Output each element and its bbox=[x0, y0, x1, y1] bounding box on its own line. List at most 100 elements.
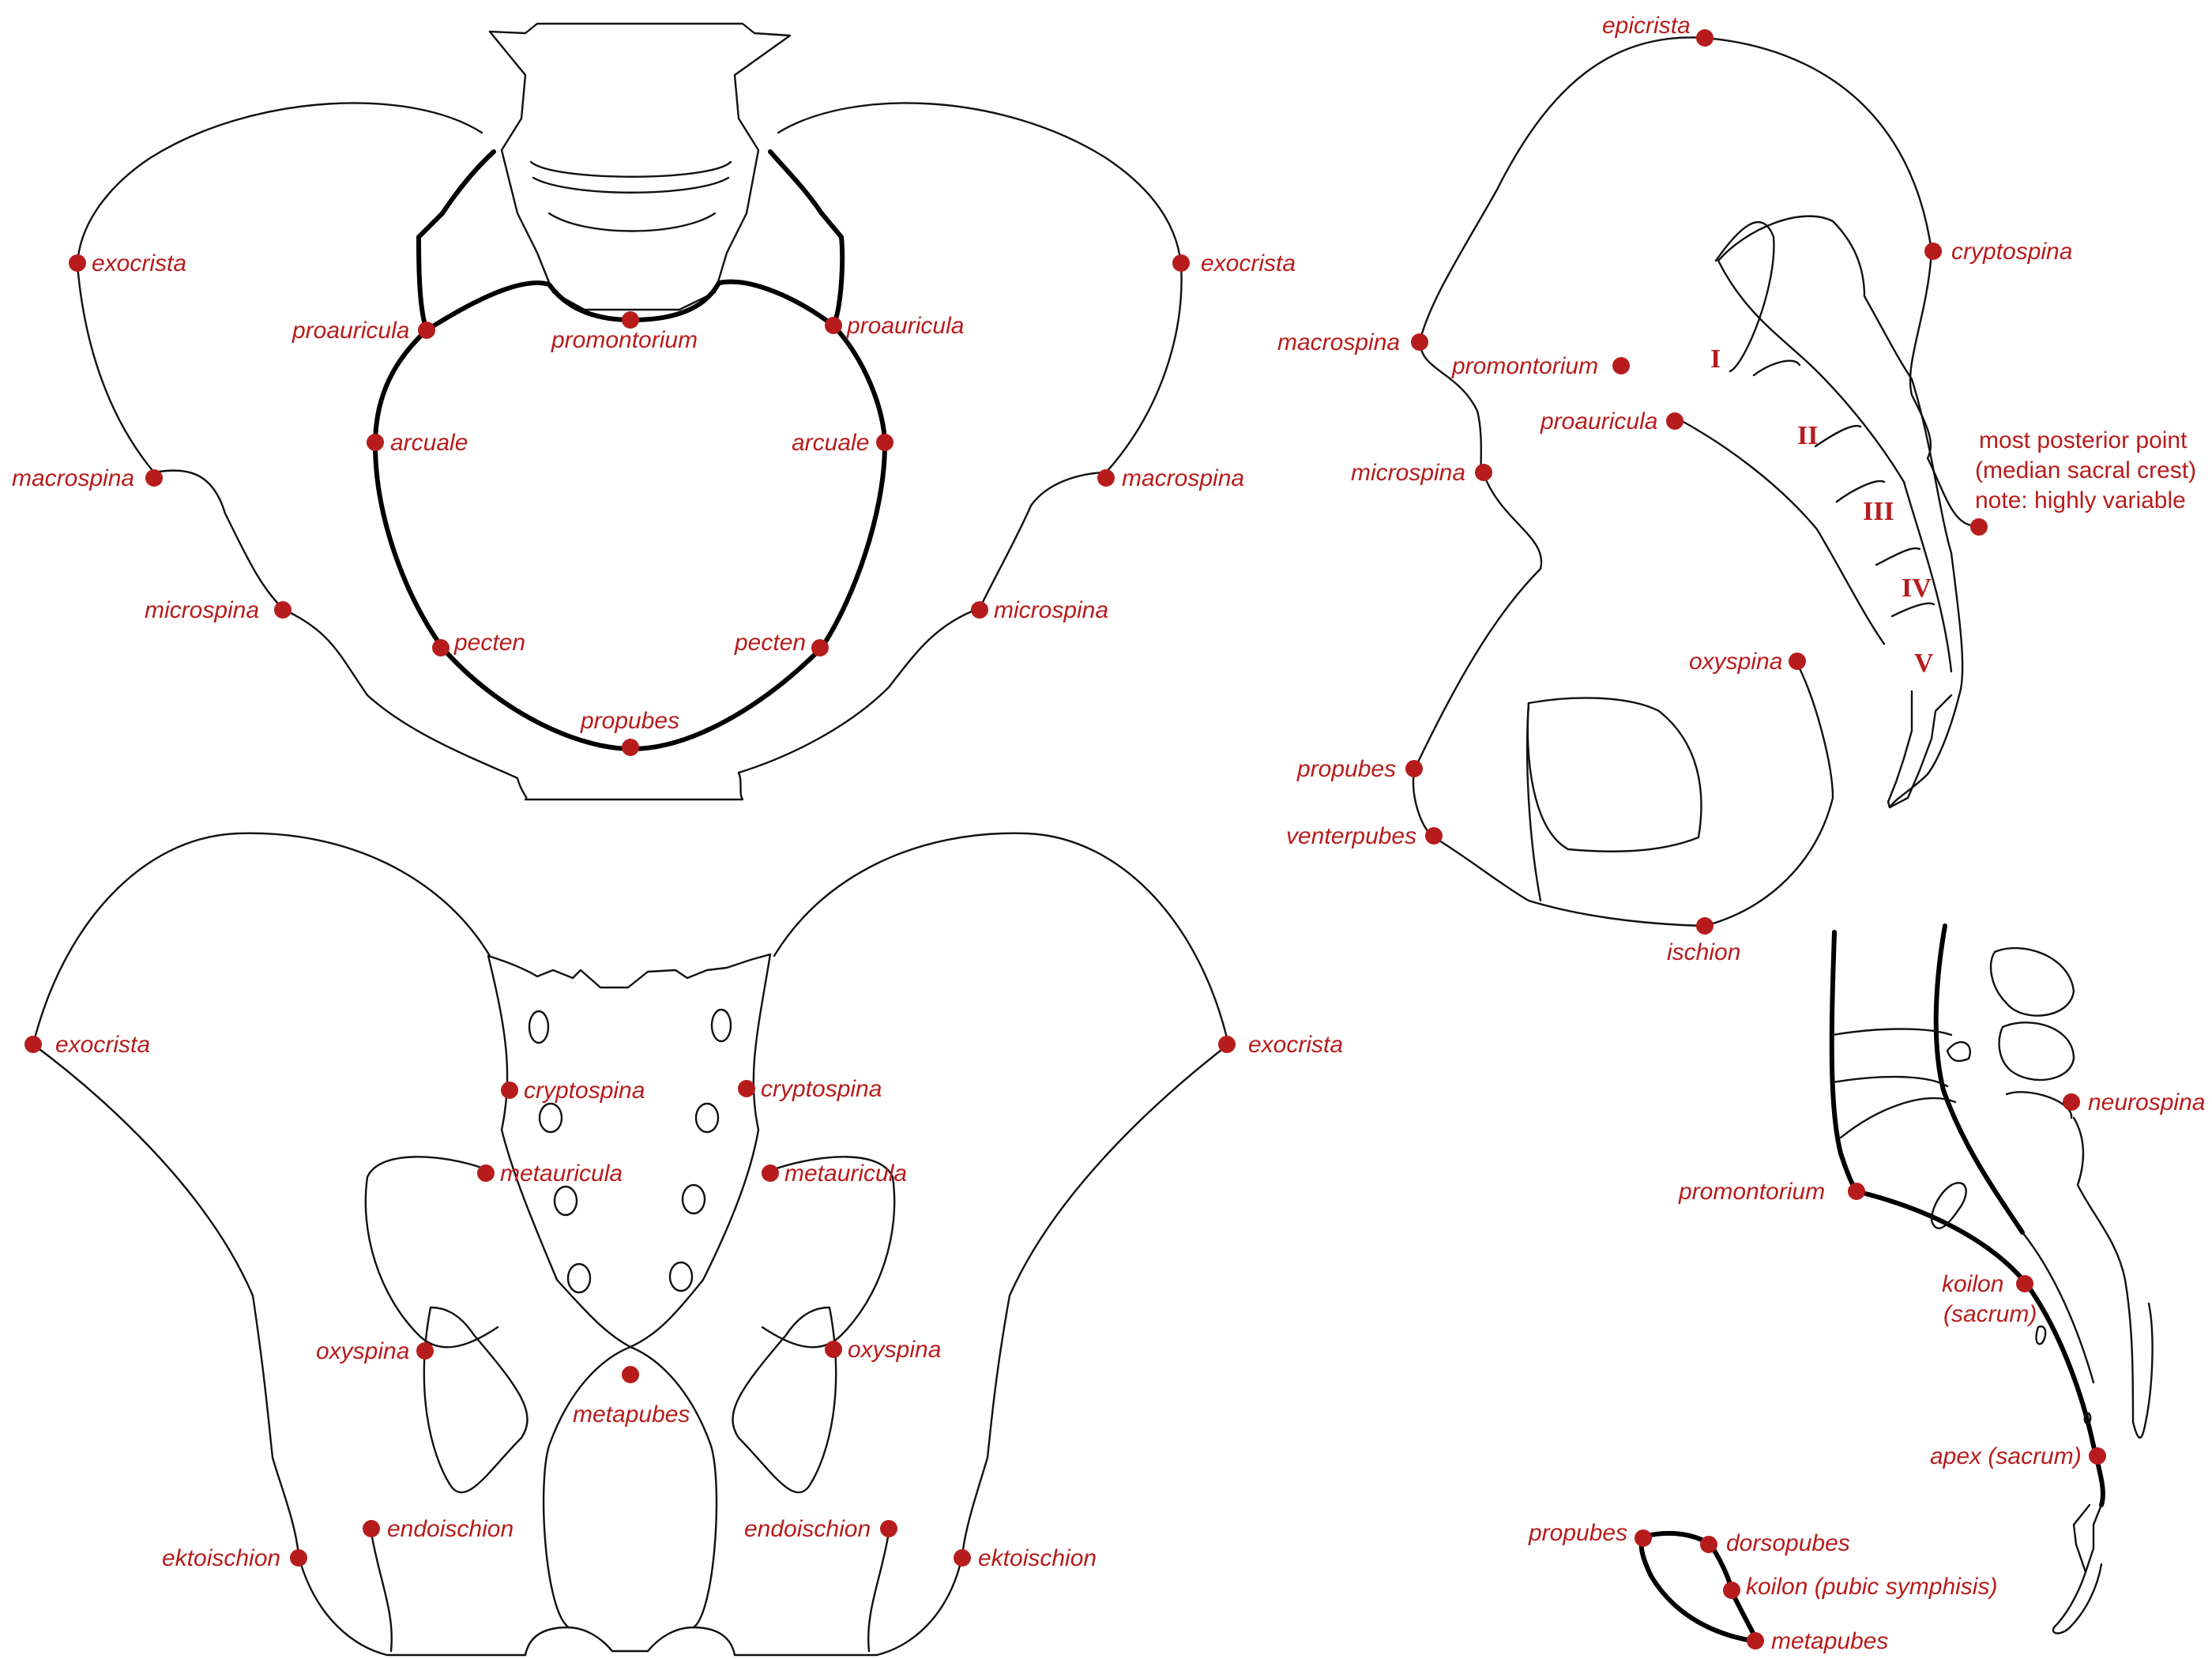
svg-text:promontorium: promontorium bbox=[551, 327, 698, 353]
svg-text:dorsopubes: dorsopubes bbox=[1726, 1530, 1850, 1556]
svg-text:(sacrum): (sacrum) bbox=[1943, 1301, 2037, 1327]
landmark-exocrista-right-posterior: exocrista bbox=[1218, 1032, 1343, 1058]
svg-text:venterpubes: venterpubes bbox=[1286, 823, 1416, 849]
svg-text:apex (sacrum): apex (sacrum) bbox=[1930, 1443, 2082, 1469]
posterior-ischial-ramus bbox=[370, 1345, 890, 1653]
posterior-obturator-right bbox=[732, 1306, 837, 1494]
svg-text:II: II bbox=[1797, 421, 1818, 450]
posterior-sacral-foramina bbox=[528, 1008, 732, 1294]
svg-text:cryptospina: cryptospina bbox=[761, 1076, 882, 1102]
posterior-view: exocrista exocrista cryptospina cryptosp… bbox=[24, 832, 1343, 1657]
svg-text:metapubes: metapubes bbox=[1771, 1628, 1888, 1654]
svg-text:promontorium: promontorium bbox=[1678, 1179, 1825, 1205]
lateral-segment-lines bbox=[1752, 359, 1936, 618]
landmark-oxyspina-right: oxyspina bbox=[825, 1337, 941, 1363]
midsagittal-vertebra-details bbox=[1831, 1028, 1971, 1139]
svg-text:macrospina: macrospina bbox=[1277, 329, 1400, 356]
lateral-obturator-foramen bbox=[1526, 697, 1702, 852]
svg-text:exocrista: exocrista bbox=[1201, 250, 1296, 276]
svg-text:promontorium: promontorium bbox=[1451, 353, 1598, 379]
landmark-ektoischion-right: ektoischion bbox=[954, 1545, 1097, 1571]
lateral-coccyx bbox=[1887, 690, 1953, 809]
svg-text:oxyspina: oxyspina bbox=[316, 1338, 409, 1364]
landmark-most-posterior-point: most posterior point (median sacral cres… bbox=[1970, 427, 2196, 536]
lateral-iliac-crest-back bbox=[1703, 36, 1973, 527]
landmark-endoischion-left: endoischion bbox=[363, 1516, 514, 1542]
anterior-vertebra-disc bbox=[529, 160, 732, 232]
svg-text:proauricula: proauricula bbox=[846, 313, 964, 339]
anterior-view: exocrista exocrista proauricula proauric… bbox=[12, 22, 1296, 801]
svg-text:III: III bbox=[1863, 497, 1894, 526]
landmark-neurospina: neurospina bbox=[2063, 1089, 2205, 1115]
landmark-koilon-sacrum: koilon (sacrum) bbox=[1942, 1271, 2037, 1327]
anterior-sacrum-outline bbox=[488, 22, 792, 311]
svg-text:microspina: microspina bbox=[145, 597, 259, 623]
svg-text:cryptospina: cryptospina bbox=[1951, 239, 2072, 265]
landmark-arcuale-left: arcuale bbox=[367, 430, 468, 456]
svg-text:metauricula: metauricula bbox=[784, 1161, 907, 1187]
landmark-microspina-lateral: microspina bbox=[1351, 460, 1492, 486]
posterior-iliac-fossa-right bbox=[761, 1156, 896, 1349]
svg-text:note: highly variable: note: highly variable bbox=[1975, 487, 2186, 514]
midsagittal-sacral-posterior bbox=[2021, 1116, 2154, 1439]
landmark-venterpubes: venterpubes bbox=[1286, 823, 1443, 849]
landmark-cryptospina-lateral: cryptospina bbox=[1924, 239, 2072, 265]
svg-text:exocrista: exocrista bbox=[92, 250, 186, 276]
landmark-macrospina-left: macrospina bbox=[12, 465, 163, 491]
landmark-propubes-lateral: propubes bbox=[1296, 756, 1423, 782]
landmark-cryptospina-left: cryptospina bbox=[501, 1078, 645, 1104]
midsagittal-view: neurospina promontorium koilon (sacrum) … bbox=[1678, 924, 2205, 1635]
landmark-exocrista-left-posterior: exocrista bbox=[24, 1032, 150, 1058]
svg-text:propubes: propubes bbox=[1528, 1520, 1627, 1546]
svg-text:oxyspina: oxyspina bbox=[1689, 649, 1782, 675]
lateral-sacrum bbox=[1714, 215, 1964, 809]
landmark-macrospina-right: macrospina bbox=[1097, 465, 1244, 491]
landmark-microspina-left: microspina bbox=[145, 597, 292, 623]
anterior-sacral-ala bbox=[416, 149, 845, 333]
svg-text:endoischion: endoischion bbox=[744, 1516, 871, 1542]
svg-text:neurospina: neurospina bbox=[2088, 1089, 2205, 1115]
svg-text:koilon: koilon bbox=[1942, 1271, 2003, 1297]
svg-text:oxyspina: oxyspina bbox=[848, 1337, 941, 1363]
landmark-promontorium-midsagittal: promontorium bbox=[1678, 1179, 1865, 1205]
landmark-metauricula-left: metauricula bbox=[477, 1161, 623, 1187]
midsagittal-canal-line bbox=[1933, 924, 2025, 1235]
landmark-propubes: propubes bbox=[580, 708, 679, 756]
svg-text:cryptospina: cryptospina bbox=[524, 1078, 645, 1104]
svg-text:ischion: ischion bbox=[1667, 939, 1740, 965]
lateral-greater-notch bbox=[1673, 416, 1886, 645]
anterior-pelvis-outline bbox=[76, 102, 1183, 801]
landmark-dorsopubes: dorsopubes bbox=[1700, 1530, 1850, 1556]
landmark-oxyspina-left: oxyspina bbox=[316, 1338, 434, 1364]
landmark-metauricula-right: metauricula bbox=[762, 1161, 907, 1187]
landmark-promontorium: promontorium bbox=[551, 311, 698, 353]
svg-text:pecten: pecten bbox=[734, 630, 806, 656]
svg-text:ektoischion: ektoischion bbox=[162, 1545, 280, 1571]
landmark-pecten-left: pecten bbox=[432, 630, 525, 656]
landmark-cryptospina-right: cryptospina bbox=[738, 1076, 882, 1102]
midsagittal-coccyx bbox=[2052, 1503, 2103, 1635]
svg-text:proauricula: proauricula bbox=[1540, 408, 1657, 434]
lateral-view: I II III IV V epicrista cryptospina macr… bbox=[1277, 13, 2196, 965]
landmark-exocrista-left: exocrista bbox=[69, 250, 186, 276]
lateral-ischium-line bbox=[1525, 702, 1542, 902]
svg-text:propubes: propubes bbox=[580, 708, 679, 734]
svg-text:V: V bbox=[1914, 649, 1934, 678]
svg-text:exocrista: exocrista bbox=[1248, 1032, 1343, 1058]
svg-text:I: I bbox=[1710, 344, 1721, 374]
svg-text:koilon (pubic symphisis): koilon (pubic symphisis) bbox=[1746, 1574, 1997, 1600]
svg-text:proauricula: proauricula bbox=[292, 318, 409, 344]
svg-text:(median sacral crest): (median sacral crest) bbox=[1975, 457, 2196, 483]
landmark-proauricula-right: proauricula bbox=[825, 313, 964, 339]
landmark-epicrista: epicrista bbox=[1602, 13, 1714, 47]
landmark-promontorium-lateral: promontorium bbox=[1451, 353, 1630, 379]
midsagittal-vertebral-body-line bbox=[1829, 930, 1859, 1194]
posterior-iliac-fossa-left bbox=[364, 1156, 499, 1349]
svg-text:epicrista: epicrista bbox=[1602, 13, 1691, 39]
svg-text:pecten: pecten bbox=[453, 630, 525, 656]
landmark-proauricula-left: proauricula bbox=[292, 318, 435, 344]
svg-text:arcuale: arcuale bbox=[390, 430, 468, 456]
landmark-ischion: ischion bbox=[1667, 917, 1740, 965]
landmark-microspina-right: microspina bbox=[971, 597, 1108, 623]
